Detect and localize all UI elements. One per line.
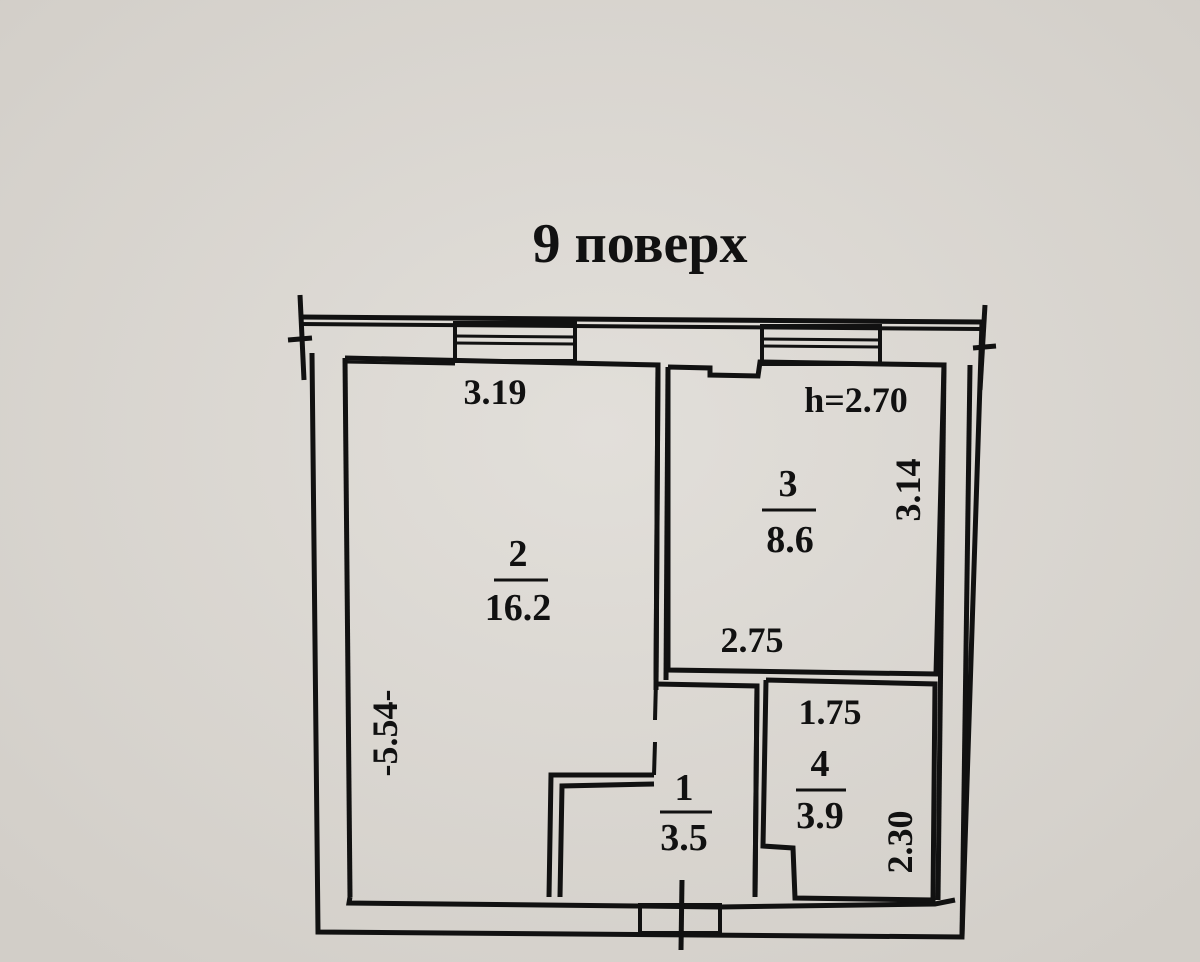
outer-wall-right-outer: [959, 364, 973, 938]
room1-niche: [546, 772, 654, 898]
hall-door-left-bottom: [652, 741, 657, 776]
outer-wall-top-inner: [299, 322, 983, 331]
room2-area: 16.2: [485, 587, 552, 629]
room1-area: 3.5: [660, 817, 708, 859]
room4-wall-left-outer: [752, 685, 760, 898]
room1-niche-inner: [557, 781, 655, 898]
room2-number: 2: [509, 533, 528, 575]
room3-area: 8.6: [766, 519, 814, 561]
room-label-3: 3 8.6: [762, 463, 816, 561]
room3-length-label: 3.14: [888, 459, 928, 522]
room-label-2: 2 16.2: [485, 533, 552, 629]
room2-top-wall-inner: [344, 360, 456, 366]
partition-wall-vertical: [653, 364, 661, 681]
ceiling-height-label: h=2.70: [804, 380, 908, 420]
room2-width-label: 3.19: [464, 372, 527, 412]
room4-area: 3.9: [796, 795, 844, 837]
room2-length-label: -5.54-: [365, 690, 405, 777]
room-label-1: 1 3.5: [660, 767, 712, 859]
outer-wall-left-inner: [342, 357, 353, 898]
room4-outline: [760, 677, 938, 903]
walls: [299, 314, 985, 940]
room3-width-label: 2.75: [721, 620, 784, 660]
window-room3: [760, 324, 882, 366]
floor-title: 9 поверх: [532, 213, 747, 275]
dimension-ticks: [287, 294, 997, 951]
room4-number: 4: [811, 743, 830, 785]
window-room2: [453, 321, 577, 363]
room1-number: 1: [675, 767, 694, 809]
room3-number: 3: [779, 463, 798, 505]
room4-length-label: 2.30: [880, 811, 920, 874]
partition-wall-vertical-inner: [663, 366, 671, 681]
room-label-4: 4 3.9: [796, 743, 846, 837]
room4-width-label: 1.75: [799, 692, 862, 732]
hall-door-left-top: [653, 679, 658, 721]
